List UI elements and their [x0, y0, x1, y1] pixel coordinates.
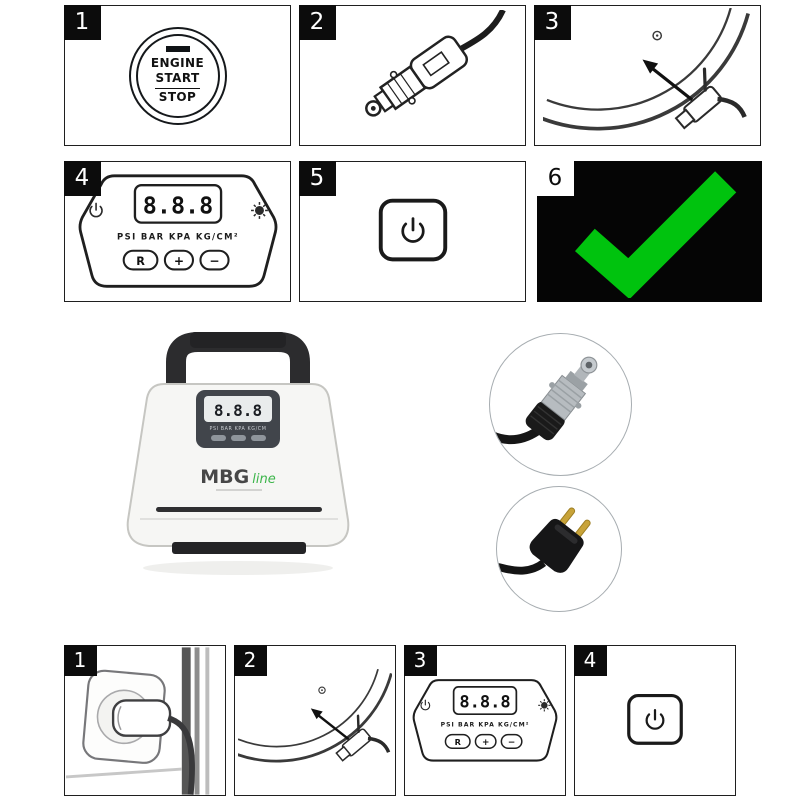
- power-button-icon: [364, 189, 462, 275]
- checkmark-icon: [552, 166, 748, 298]
- engine-label-line1: ENGINE: [150, 55, 205, 70]
- step-panel-bottom-1: 1: [63, 644, 226, 796]
- car-plug-icon: [364, 9, 506, 117]
- brand-tagline-rule: [216, 489, 262, 491]
- carry-handle: [166, 332, 310, 394]
- step-panel-bottom-3: 3: [403, 644, 566, 796]
- product-display: 8.8.8 PSI BAR KPA KG/CM: [196, 390, 280, 448]
- step-number-tag: 6: [536, 160, 574, 196]
- step-panel-top-2: 2: [298, 4, 526, 146]
- eu-plug-photo: [496, 486, 622, 612]
- step-number-tag: 4: [63, 160, 101, 196]
- step-number-tag: 2: [233, 644, 267, 676]
- step-number-tag: 1: [63, 4, 101, 40]
- car-plug-photo: [489, 333, 632, 476]
- product-buttons: [211, 435, 266, 441]
- step-number-tag: 4: [573, 644, 607, 676]
- step-panel-top-4: 4: [63, 160, 291, 302]
- product-base: [172, 542, 306, 554]
- engine-label-line2: START: [155, 71, 200, 89]
- engine-button-slot: [165, 45, 190, 52]
- pressure-display-icon: [75, 170, 281, 294]
- engine-label-line3: STOP: [158, 89, 197, 104]
- engine-start-stop-button: ENGINE START STOP: [128, 26, 227, 125]
- wall-socket-icon: [65, 646, 209, 795]
- step-panel-top-6: 6: [536, 160, 762, 302]
- power-button-icon: [615, 686, 695, 756]
- step-number-tag: 3: [403, 644, 437, 676]
- tire-valve-icon: [543, 8, 753, 144]
- product-display-units: PSI BAR KPA KG/CM: [209, 426, 266, 432]
- vent-groove: [156, 507, 322, 512]
- step-number-tag: 3: [533, 4, 571, 40]
- step-number-tag: 5: [298, 160, 336, 196]
- step-panel-top-5: 5: [298, 160, 526, 302]
- step-panel-bottom-2: 2: [233, 644, 396, 796]
- step-number-tag: 2: [298, 4, 336, 40]
- step-number-tag: 1: [63, 644, 97, 676]
- compressor-body: [126, 383, 350, 547]
- step-panel-bottom-4: 4: [573, 644, 736, 796]
- step-panel-top-3: 3: [533, 4, 761, 146]
- step-panel-top-1: 1 ENGINE START STOP: [63, 4, 291, 146]
- pressure-display-icon: [410, 676, 560, 766]
- product-display-value: 8.8.8: [214, 401, 262, 420]
- engine-button-inner: ENGINE START STOP: [135, 33, 220, 118]
